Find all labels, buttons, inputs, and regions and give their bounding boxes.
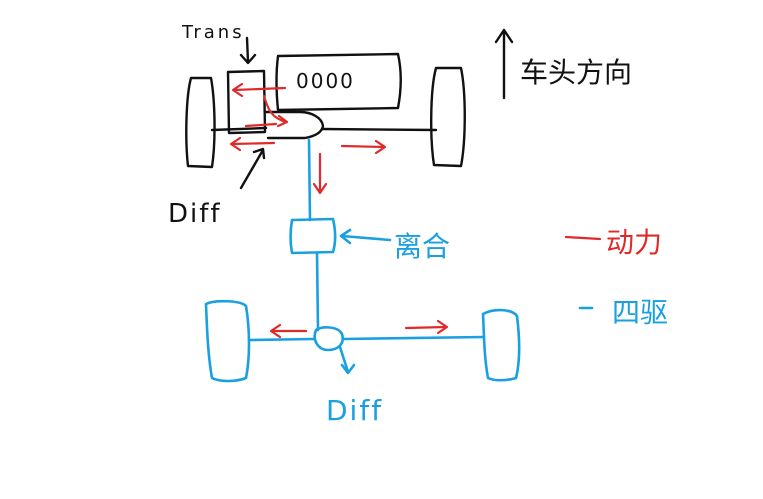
power-arrow-front-right: [340, 139, 387, 155]
legend-awd-label: 四驱: [612, 296, 668, 329]
power-arrow-engine: [231, 82, 287, 98]
awd-assembly: [204, 138, 594, 383]
front-diff-label: Diff: [168, 199, 222, 229]
power-arrow-prop: [312, 152, 328, 195]
rear-diff-pointer: [338, 345, 356, 375]
front-right-wheel: [430, 66, 466, 168]
prop-shaft-rear: [315, 251, 320, 332]
prop-shaft-front: [307, 138, 312, 222]
rear-right-wheel: [481, 308, 521, 382]
front-axle-left: [210, 126, 268, 132]
power-arrow-rear-left: [269, 323, 308, 339]
clutch-box: [289, 217, 337, 255]
rear-left-wheel: [204, 299, 251, 383]
rear-axle-right: [342, 335, 486, 341]
direction-label: 车头方向: [520, 56, 632, 89]
power-flow: [229, 82, 602, 339]
front-assembly: [185, 28, 514, 190]
engine-label: 0000: [296, 69, 355, 93]
clutch-label: 离合: [394, 230, 450, 263]
power-arrow-trans-down: [262, 94, 289, 128]
legend-swatch-power: [564, 235, 602, 241]
trans-label: Trans: [181, 22, 245, 43]
engine-block: [275, 52, 402, 112]
front-axle-right: [320, 127, 438, 132]
front-diff-housing: [264, 110, 325, 140]
clutch-pointer: [339, 228, 392, 245]
rear-diff-label: Diff: [326, 394, 383, 427]
front-left-wheel: [185, 76, 216, 169]
power-arrow-front-left: [229, 136, 276, 152]
diff-pointer: [239, 147, 266, 190]
transmission-box: [226, 69, 267, 135]
direction-arrow: [494, 28, 514, 100]
power-arrow-rear-right: [404, 319, 449, 335]
rear-axle-left: [248, 337, 316, 342]
trans-pointer: [239, 36, 257, 65]
legend-power-label: 动力: [606, 226, 662, 259]
power-arrow-front-left-2: [244, 122, 278, 128]
